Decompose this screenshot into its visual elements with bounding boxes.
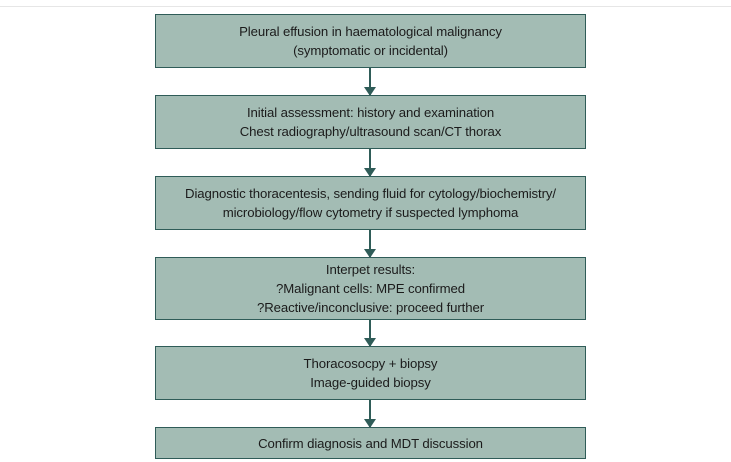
flow-node-text-line: Interpet results: <box>325 262 416 277</box>
flow-node-text-line: microbiology/flow cytometry if suspected… <box>222 205 519 220</box>
flow-node-text-line: Image-guided biopsy <box>310 375 431 390</box>
arrow-head-icon <box>364 168 376 177</box>
flow-connector-arrow <box>364 230 376 258</box>
arrow-head-icon <box>364 249 376 258</box>
flow-node-text-line: Pleural effusion in haematological malig… <box>239 24 502 39</box>
flow-connector-arrow <box>364 400 376 428</box>
flow-node-confirm-diagnosis-mdt: Confirm diagnosis and MDT discussion <box>155 427 586 459</box>
flow-node-text-line: Chest radiography/ultrasound scan/CT tho… <box>239 124 502 139</box>
flow-node-text-line: Diagnostic thoracentesis, sending fluid … <box>185 186 556 201</box>
page-top-divider <box>0 6 731 7</box>
flow-node-text-line: ?Reactive/inconclusive: proceed further <box>256 300 484 315</box>
flow-node-diagnostic-thoracentesis: Diagnostic thoracentesis, sending fluid … <box>155 176 586 230</box>
flow-node-text-line: Initial assessment: history and examinat… <box>246 105 495 120</box>
flow-node-thoracoscopy-biopsy: Thoracosocpy + biopsy Image-guided biops… <box>155 346 586 400</box>
arrow-head-icon <box>364 338 376 347</box>
flow-node-pleural-effusion-presentation: Pleural effusion in haematological malig… <box>155 14 586 68</box>
flow-connector-arrow <box>364 149 376 177</box>
flow-node-text-line: ?Malignant cells: MPE confirmed <box>276 281 465 296</box>
flow-node-text-line: Thoracosocpy + biopsy <box>303 356 438 371</box>
flow-connector-arrow <box>364 320 376 347</box>
flow-node-initial-assessment: Initial assessment: history and examinat… <box>155 95 586 149</box>
arrow-head-icon <box>364 419 376 428</box>
arrow-head-icon <box>364 87 376 96</box>
flow-node-text-line: (symptomatic or incidental) <box>293 43 448 58</box>
flow-node-interpret-results: Interpet results: ?Malignant cells: MPE … <box>155 257 586 320</box>
flow-node-text-line: Confirm diagnosis and MDT discussion <box>258 435 483 451</box>
flow-connector-arrow <box>364 68 376 96</box>
